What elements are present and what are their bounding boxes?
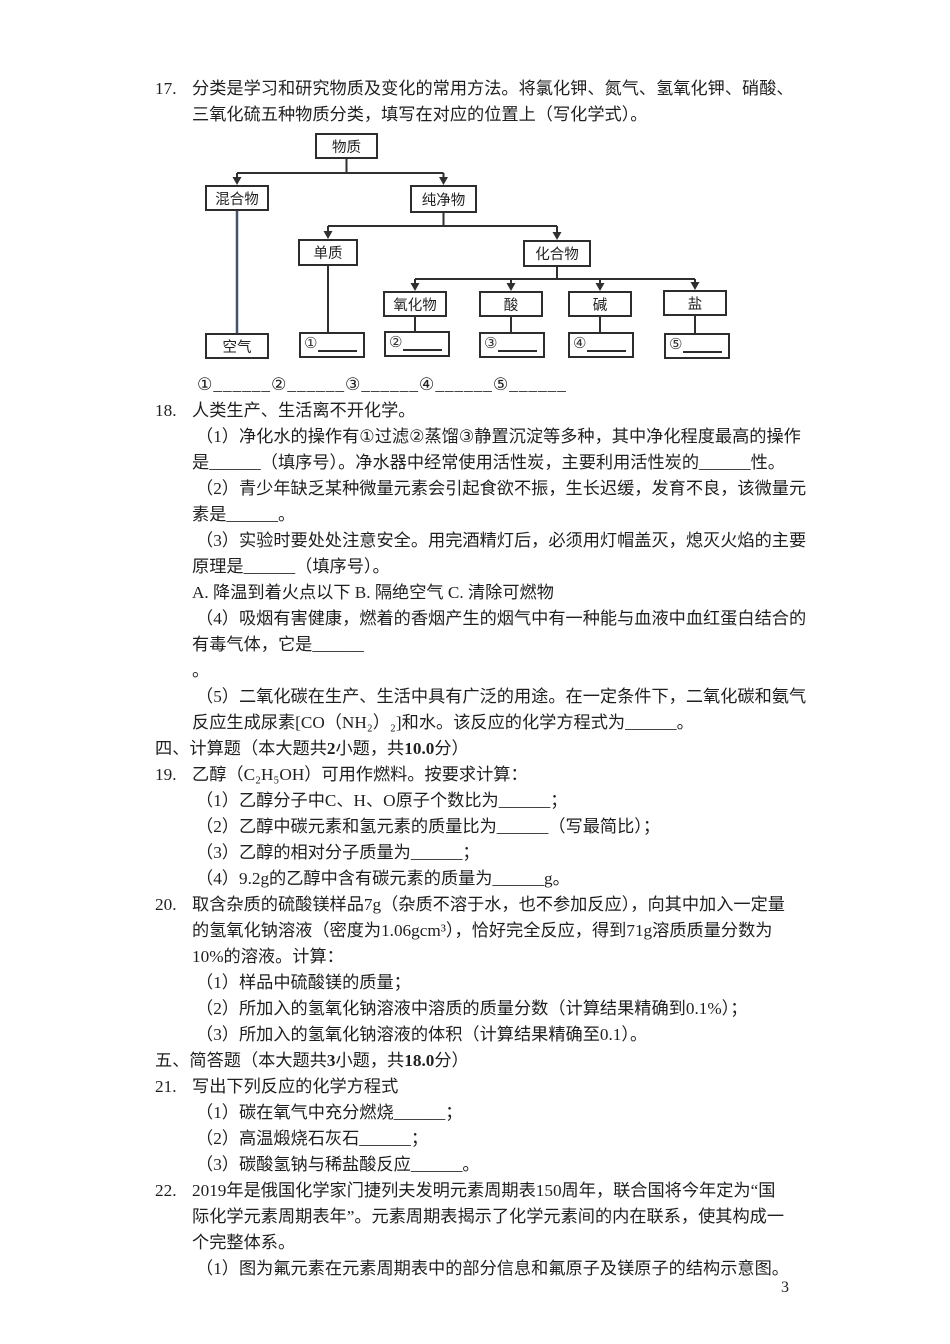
section-4-prefix: 四、计算题（本大题共 xyxy=(155,739,327,758)
q18-intro-text: 人类生产、生活离不开化学。 xyxy=(192,401,416,420)
section-5-mid: 小题，共 xyxy=(335,1051,405,1070)
q18-sub4-line3: 。 xyxy=(192,661,210,680)
q17-line-2: 三氧化硫五种物质分类，填写在对应的位置上（写化学式）。 xyxy=(192,105,648,124)
q18-sub3-line1: （3）实验时要处处注意安全。用完酒精灯后，必须用灯帽盖灭，熄灭火焰的主要 xyxy=(196,531,807,550)
q18-sub5-line2: 反应生成尿素[CO（NH₂）₂]和水。该反应的化学方程式为______。 xyxy=(192,713,694,732)
q19-sub3: （3）乙醇的相对分子质量为______； xyxy=(196,843,480,862)
node-air: 空气 xyxy=(205,333,269,359)
q20-sub3: （3）所加入的氢氧化钠溶液的体积（计算结果精确至0.1）。 xyxy=(196,1025,648,1044)
blank-box-5: ⑤ xyxy=(664,333,730,359)
section-5-count: 3 xyxy=(326,1051,336,1070)
blank-1-number: ① xyxy=(304,336,318,352)
q21-sub1: （1）碳在氧气中充分燃烧______； xyxy=(196,1103,463,1122)
blank-3-number: ③ xyxy=(484,336,498,352)
section-4-suffix: 分） xyxy=(434,739,469,758)
blank-4-number: ④ xyxy=(573,336,587,352)
q22-sub1: （1）图为氟元素在元素周期表中的部分信息和氟原子及镁原子的结构示意图。 xyxy=(196,1259,789,1278)
node-base: 碱 xyxy=(568,291,632,317)
q20-line3: 10%的溶液。计算： xyxy=(192,947,344,966)
q17-answer-line: ①______②______③______④______⑤______ xyxy=(197,375,567,394)
q19-intro-text: 乙醇（C₂H₅OH）可用作燃料。按要求计算： xyxy=(192,765,528,784)
q18-sub4-line1: （4）吸烟有害健康，燃着的香烟产生的烟气中有一种能与血液中血红蛋白结合的 xyxy=(196,609,807,628)
blank-5-number: ⑤ xyxy=(669,337,683,353)
node-element: 单质 xyxy=(298,239,358,266)
section-5-prefix: 五、简答题（本大题共 xyxy=(155,1051,327,1070)
q18-sub2-line1: （2）青少年缺乏某种微量元素会引起食欲不振，生长迟缓，发育不良，该微量元 xyxy=(196,479,807,498)
q20-line2: 的氢氧化钠溶液（密度为1.06gcm³），恰好完全反应，得到71g溶质质量分数为 xyxy=(192,921,773,940)
blank-box-1: ① xyxy=(299,332,365,358)
q18-sub3-line2: 原理是______（填序号）。 xyxy=(192,557,390,576)
blank-2-number: ② xyxy=(389,335,403,351)
q18-sub4-line2: 有毒气体，它是______ xyxy=(192,635,364,654)
q19-sub4: （4）9.2g的乙醇中含有碳元素的质量为______g。 xyxy=(196,869,570,888)
q22-text-1: 2019年是俄国化学家门捷列夫发明元素周期表150周年，联合国将今年定为“国 xyxy=(192,1181,776,1200)
q21-intro: 21. 写出下列反应的化学方程式 xyxy=(155,1074,835,1100)
q21-sub2: （2）高温煅烧石灰石______； xyxy=(196,1129,429,1148)
node-pure: 纯净物 xyxy=(410,185,477,213)
node-acid: 酸 xyxy=(479,291,543,317)
q18-intro: 18. 人类生产、生活离不开化学。 xyxy=(155,398,835,424)
section-4-heading: 四、计算题（本大题共2小题，共10.0分） xyxy=(155,736,835,762)
q17-line-1: 17. 分类是学习和研究物质及变化的常用方法。将氯化钾、氮气、氢氧化钾、硝酸、 xyxy=(155,76,835,102)
q19-intro: 19. 乙醇（C₂H₅OH）可用作燃料。按要求计算： xyxy=(155,762,835,788)
q20-line1: 20. 取含杂质的硫酸镁样品7g（杂质不溶于水，也不参加反应），向其中加入一定量 xyxy=(155,892,835,918)
blank-box-3: ③ xyxy=(479,332,545,358)
q18-sub1-line1: （1）净化水的操作有①过滤②蒸馏③静置沉淀等多种，其中净化程度最高的操作 xyxy=(196,427,801,446)
node-compound: 化合物 xyxy=(523,240,591,267)
q18-sub2-line2: 素是______。 xyxy=(192,505,296,524)
node-salt: 盐 xyxy=(663,290,727,316)
q18-sub1-line2: 是______（填序号）。净水器中经常使用活性炭，主要利用活性炭的______性… xyxy=(192,453,785,472)
section-4-points: 10.0 xyxy=(404,739,435,758)
blank-5-line xyxy=(683,349,722,353)
q22-line1: 22. 2019年是俄国化学家门捷列夫发明元素周期表150周年，联合国将今年定为… xyxy=(155,1178,835,1204)
node-substance: 物质 xyxy=(315,133,378,159)
q22-number: 22. xyxy=(155,1181,177,1200)
q21-intro-text: 写出下列反应的化学方程式 xyxy=(192,1077,399,1096)
q17-text-1: 分类是学习和研究物质及变化的常用方法。将氯化钾、氮气、氢氧化钾、硝酸、 xyxy=(192,79,794,98)
q19-sub1: （1）乙醇分子中C、H、O原子个数比为______； xyxy=(196,791,568,810)
section-5-suffix: 分） xyxy=(434,1051,469,1070)
q21-sub3: （3）碳酸氢钠与稀盐酸反应______。 xyxy=(196,1155,480,1174)
q18-sub5-line1: （5）二氧化碳在生产、生活中具有广泛的用途。在一定条件下，二氧化碳和氨气 xyxy=(196,687,807,706)
node-mixture: 混合物 xyxy=(205,185,269,211)
q20-number: 20. xyxy=(155,895,177,914)
q20-sub1: （1）样品中硫酸镁的质量； xyxy=(196,973,411,992)
q20-text-1: 取含杂质的硫酸镁样品7g（杂质不溶于水，也不参加反应），向其中加入一定量 xyxy=(192,895,785,914)
blank-3-line xyxy=(498,348,537,352)
flowchart-connectors xyxy=(232,159,700,333)
blank-box-2: ② xyxy=(384,331,450,357)
q18-number: 18. xyxy=(155,401,177,420)
blank-box-4: ④ xyxy=(568,332,634,358)
section-4-count: 2 xyxy=(326,739,336,758)
q19-sub2: （2）乙醇中碳元素和氢元素的质量比为______（写最简比）； xyxy=(196,817,661,836)
section-5-heading: 五、简答题（本大题共3小题，共18.0分） xyxy=(155,1048,835,1074)
q20-sub2: （2）所加入的氢氧化钠溶液中溶质的质量分数（计算结果精确到0.1%）； xyxy=(196,999,748,1018)
section-5-points: 18.0 xyxy=(404,1051,435,1070)
page-content: 17. 分类是学习和研究物质及变化的常用方法。将氯化钾、氮气、氢氧化钾、硝酸、 … xyxy=(155,76,835,1278)
classification-flowchart: 物质 混合物 纯净物 单质 化合物 氧化物 酸 碱 盐 空气 ① ② ③ ④ ⑤ xyxy=(203,129,743,369)
q22-line2: 际化学元素周期表年”。元素周期表揭示了化学元素间的内在联系，使其构成一 xyxy=(192,1207,785,1226)
node-oxide: 氧化物 xyxy=(383,291,447,317)
blank-1-line xyxy=(318,348,357,352)
q21-number: 21. xyxy=(155,1077,177,1096)
q17-number: 17. xyxy=(155,79,177,98)
q19-number: 19. xyxy=(155,765,177,784)
blank-2-line xyxy=(403,347,442,351)
q18-options: A. 降温到着火点以下 B. 隔绝空气 C. 清除可燃物 xyxy=(192,583,554,602)
q22-line3: 个完整体系。 xyxy=(192,1233,296,1252)
page-number: 3 xyxy=(781,1279,789,1296)
section-4-mid: 小题，共 xyxy=(335,739,405,758)
blank-4-line xyxy=(587,348,626,352)
